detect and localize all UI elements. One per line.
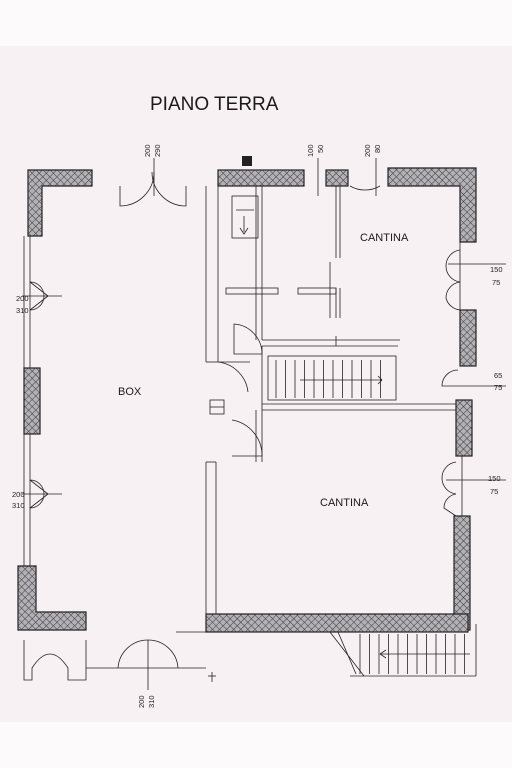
stair-arrow-head <box>379 653 387 659</box>
dim-right-upper-a: 150 <box>490 265 503 274</box>
dim-right-lower-a: 150 <box>488 474 501 483</box>
room-label-cantina-top: CANTINA <box>360 232 409 244</box>
dim-left-upper-b: 310 <box>16 306 29 315</box>
interior-walls <box>23 186 468 681</box>
dim-right-mid-b: 75 <box>494 383 502 392</box>
stair-arrow-head <box>379 649 387 655</box>
doors <box>22 171 472 690</box>
dim-left-upper-a: 200 <box>16 294 29 303</box>
room-label-cantina-main: CANTINA <box>320 497 369 509</box>
dim-bottom-b: 310 <box>147 695 156 708</box>
exterior-walls <box>17 167 477 633</box>
dim-bottom-a: 200 <box>137 695 146 708</box>
stairs <box>275 360 477 677</box>
dim-top-mid-b: 50 <box>316 145 325 153</box>
dim-left-lower-a: 200 <box>12 490 25 499</box>
dim-top-door-a: 200 <box>143 144 152 157</box>
dim-right-lower-b: 75 <box>490 487 498 496</box>
dim-right-upper-b: 75 <box>492 278 500 287</box>
fixtures <box>209 156 337 415</box>
dim-top-mid-a: 100 <box>306 144 315 157</box>
stair-arrow-head <box>377 379 383 385</box>
stair-arrow-head <box>377 375 383 381</box>
dim-top-right-a: 200 <box>363 144 372 157</box>
room-label-box: BOX <box>118 386 142 398</box>
dim-top-door-b: 290 <box>153 144 162 157</box>
stair-edge <box>337 631 357 675</box>
dim-right-mid-a: 65 <box>494 371 502 380</box>
plan-title: PIANO TERRA <box>150 94 279 115</box>
paper-background <box>0 46 512 722</box>
dim-top-right-b: 80 <box>373 145 382 153</box>
dim-left-lower-b: 310 <box>12 501 25 510</box>
